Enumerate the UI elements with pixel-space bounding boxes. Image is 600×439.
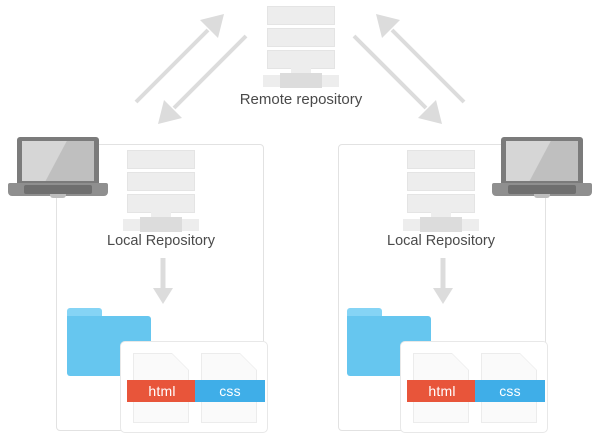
right-file-css[interactable]: css: [475, 353, 545, 423]
file-type-badge: html: [407, 380, 477, 402]
right-file-html[interactable]: html: [407, 353, 477, 423]
server-slab: [407, 194, 475, 213]
server-slab: [407, 150, 475, 169]
laptop-screen-glare: [22, 141, 94, 181]
laptop-lid: [501, 137, 583, 185]
laptop-notch: [534, 194, 550, 198]
left-file-css[interactable]: css: [195, 353, 265, 423]
remote-repository-icon: [258, 6, 344, 88]
left-files-card: html css: [120, 341, 268, 433]
server-slab: [127, 194, 195, 213]
left-laptop-icon: [8, 137, 108, 199]
server-slab: [127, 150, 195, 169]
right-local-repository-label: Local Repository: [387, 233, 495, 249]
server-base: [280, 73, 322, 88]
laptop-screen: [22, 141, 94, 181]
file-fold-inner: [240, 353, 257, 370]
laptop-keyboard: [24, 185, 92, 194]
arrow-right-commit: [433, 258, 453, 304]
server-slab: [267, 6, 335, 25]
file-type-badge: css: [475, 380, 545, 402]
right-laptop-icon: [492, 137, 592, 199]
right-local-repository-icon: [398, 150, 484, 232]
laptop-keyboard: [508, 185, 576, 194]
laptop-screen: [506, 141, 578, 181]
arrow-left-commit: [153, 258, 173, 304]
right-files-card: html css: [400, 341, 548, 433]
file-fold-inner: [172, 353, 189, 370]
file-type-badge: css: [195, 380, 265, 402]
laptop-notch: [50, 194, 66, 198]
arrow-left-push: [134, 14, 224, 104]
server-slab: [127, 172, 195, 191]
server-neck: [291, 68, 311, 76]
left-local-repository-icon: [118, 150, 204, 232]
laptop-lid: [17, 137, 99, 185]
file-type-badge: html: [127, 380, 197, 402]
server-slab: [267, 50, 335, 69]
arrow-right-push: [376, 14, 466, 104]
file-fold-inner: [520, 353, 537, 370]
remote-repository-label: Remote repository: [239, 91, 363, 108]
server-neck: [431, 212, 451, 220]
server-neck: [151, 212, 171, 220]
arrow-left-pull: [158, 34, 248, 124]
server-slab: [407, 172, 475, 191]
server-slab: [267, 28, 335, 47]
server-base: [420, 217, 462, 232]
laptop-screen-glare: [506, 141, 578, 181]
left-file-html[interactable]: html: [127, 353, 197, 423]
left-local-repository-label: Local Repository: [107, 233, 215, 249]
arrow-right-pull: [352, 34, 442, 124]
file-fold-inner: [452, 353, 469, 370]
server-base: [140, 217, 182, 232]
